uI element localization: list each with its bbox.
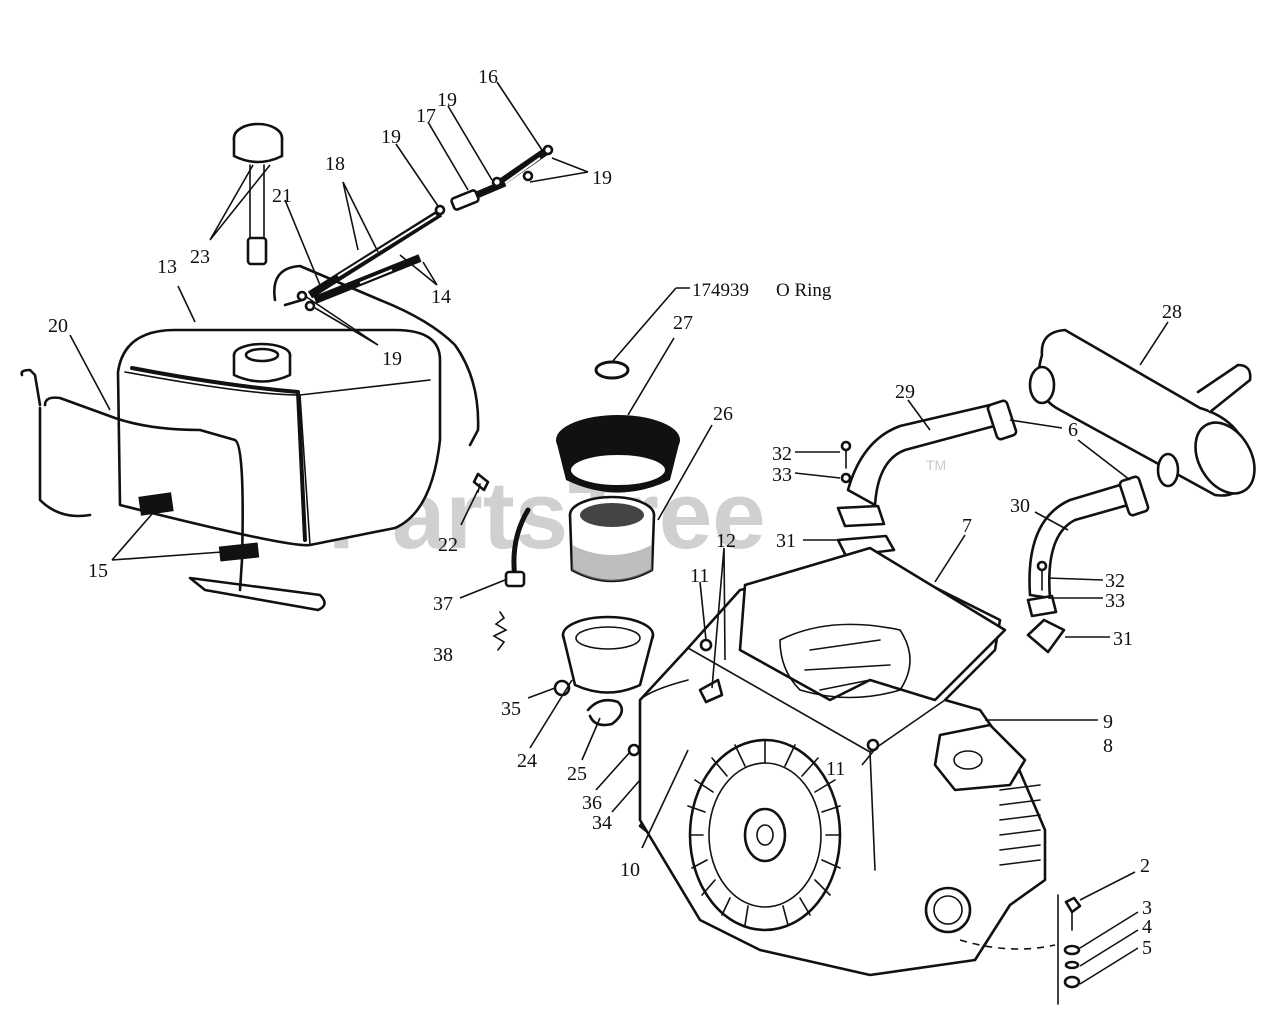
callout-21: 21 — [272, 185, 292, 207]
exhaust-pipe-29 — [836, 399, 1018, 528]
callout-7: 7 — [962, 515, 972, 537]
callout-31: 31 — [776, 530, 796, 552]
callout-25: 25 — [567, 763, 587, 785]
watermark-trademark: TM — [926, 457, 946, 473]
air-cleaner-seal — [556, 415, 680, 493]
callout-19: 19 — [437, 89, 457, 111]
callout-20: 20 — [48, 315, 68, 337]
callout-24: 24 — [517, 750, 537, 772]
callout-23: 23 — [190, 246, 210, 268]
callout-36: 36 — [582, 792, 602, 814]
callout-33: 33 — [772, 464, 792, 486]
callout-18: 18 — [325, 153, 345, 175]
leader-lines — [69, 81, 1169, 985]
callout-3: 3 — [1142, 897, 1152, 919]
callout-11: 11 — [826, 758, 845, 780]
callout-28: 28 — [1162, 301, 1182, 323]
callout-34: 34 — [592, 812, 612, 834]
hardware-stack — [1057, 894, 1082, 1005]
callout-14: 14 — [431, 286, 451, 308]
callout-17: 17 — [416, 105, 436, 127]
callout-2: 2 — [1140, 855, 1150, 877]
breather-tube — [504, 507, 531, 588]
callout-12: 12 — [716, 530, 736, 552]
callout-37: 37 — [433, 593, 453, 615]
callout-31: 31 — [1113, 628, 1133, 650]
callout-27: 27 — [673, 312, 693, 334]
callout-33: 33 — [1105, 590, 1125, 612]
callout-11: 11 — [690, 565, 709, 587]
callout-10: 10 — [620, 859, 640, 881]
callout-5: 5 — [1142, 937, 1152, 959]
spring — [492, 611, 508, 651]
callout-19: 19 — [592, 167, 612, 189]
callout-15: 15 — [88, 560, 108, 582]
engine-block — [638, 546, 1047, 977]
callout-32: 32 — [772, 443, 792, 465]
callout-19: 19 — [381, 126, 401, 148]
oring-description: O Ring — [776, 280, 832, 301]
callout-29: 29 — [895, 381, 915, 403]
callout-16: 16 — [478, 66, 498, 88]
pad-strip-lower — [218, 542, 260, 562]
callout-19: 19 — [382, 348, 402, 370]
callout-13: 13 — [157, 256, 177, 278]
air-cleaner-element — [568, 495, 656, 583]
callout-38: 38 — [433, 644, 453, 666]
bolts-32-33 — [840, 440, 1048, 591]
fuel-filter — [296, 144, 554, 312]
air-cleaner-base — [561, 615, 655, 694]
muffler — [1028, 328, 1256, 497]
callout-22: 22 — [438, 534, 458, 556]
fuel-cap — [232, 122, 284, 266]
callout-30: 30 — [1010, 495, 1030, 517]
callouts: 16 19 17 19 19 18 21 23 13 14 20 19 22 1… — [48, 66, 1182, 959]
gasket-31-upper — [836, 534, 896, 558]
callout-9: 9 — [1103, 711, 1113, 733]
pad-strip-upper — [138, 492, 174, 516]
callout-26: 26 — [713, 403, 733, 425]
oring-part-number: 174939 — [692, 280, 749, 301]
callout-6: 6 — [1068, 419, 1078, 441]
callout-8: 8 — [1103, 735, 1113, 757]
callout-4: 4 — [1142, 916, 1152, 938]
tank-frame — [20, 264, 480, 612]
callout-35: 35 — [501, 698, 521, 720]
fuel-tank — [116, 328, 442, 547]
exhaust-pipe-30 — [1026, 475, 1150, 618]
o-ring — [594, 360, 630, 380]
gasket-31-lower — [1026, 618, 1066, 654]
callout-32: 32 — [1105, 570, 1125, 592]
